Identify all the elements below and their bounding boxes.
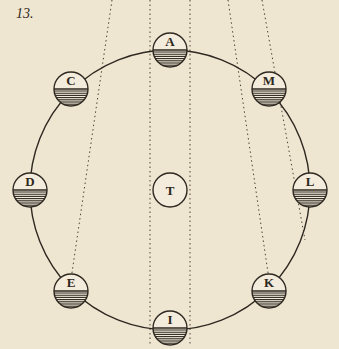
- moon-phase: A: [152, 32, 188, 68]
- phase-letter: T: [152, 172, 188, 208]
- phase-letter: C: [53, 72, 89, 89]
- moon-phase: L: [292, 172, 328, 208]
- moon-phase: E: [53, 273, 89, 309]
- moon-phase: C: [53, 71, 89, 107]
- phase-letter: L: [292, 173, 328, 190]
- orbit-circle: [30, 50, 310, 330]
- moon-phase: I: [152, 310, 188, 346]
- phase-letter: M: [251, 72, 287, 89]
- phase-letter: K: [251, 274, 287, 291]
- sun-ray: [228, 0, 272, 300]
- earth-circle: T: [152, 172, 188, 208]
- phase-letter: D: [12, 173, 48, 190]
- figure-number: 13.: [16, 6, 34, 22]
- sun-ray: [262, 0, 305, 240]
- phase-letter: A: [152, 33, 188, 50]
- sun-ray: [68, 0, 112, 300]
- moon-phase: K: [251, 273, 287, 309]
- phase-letter: I: [152, 311, 188, 328]
- moon-phase: D: [12, 172, 48, 208]
- moon-phase: M: [251, 71, 287, 107]
- phase-letter: E: [53, 274, 89, 291]
